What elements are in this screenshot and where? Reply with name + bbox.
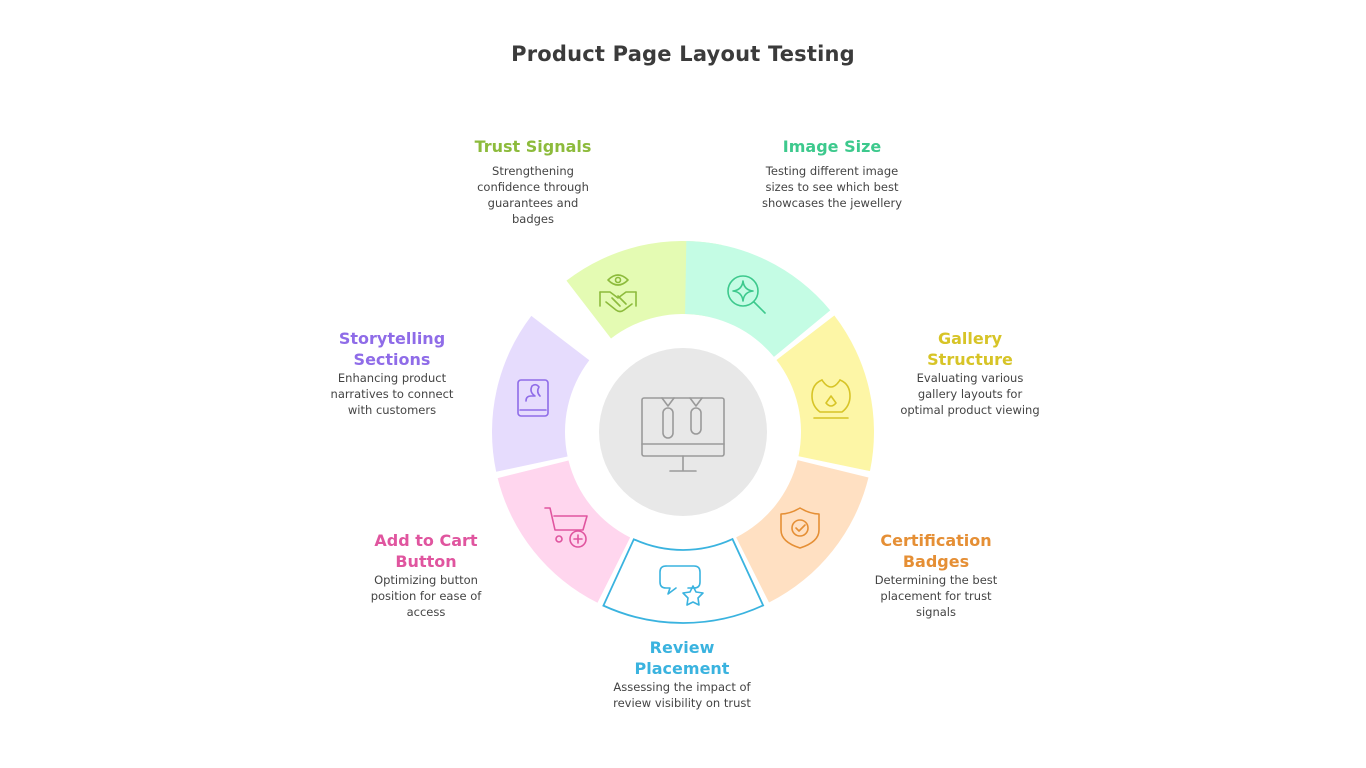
segment-description: Evaluating various gallery layouts for o…: [900, 371, 1040, 417]
handshake-eye-icon: [599, 274, 637, 313]
wheel-segment-gallery-structure: [776, 315, 874, 472]
label-trust-signals: Trust Signals Strengthening confidence t…: [452, 136, 614, 227]
label-storytelling-sections: Storytelling Sections Enhancing product …: [318, 328, 466, 418]
segment-title: Gallery Structure: [927, 329, 1013, 369]
necklace-display-icon: [811, 379, 851, 419]
label-gallery-structure: Gallery Structure Evaluating various gal…: [898, 328, 1042, 418]
segment-description: Optimizing button position for ease of a…: [370, 573, 482, 619]
segment-title: Trust Signals: [474, 137, 592, 156]
wheel-segment-storytelling-sections: [491, 315, 590, 472]
label-certification-badges: Certification Badges Determining the bes…: [862, 530, 1010, 620]
segment-description: Strengthening confidence through guarant…: [477, 164, 589, 226]
cart-plus-icon: [544, 507, 588, 548]
wheel-segment-review-placement: [602, 537, 765, 624]
segment-title: Review Placement: [634, 638, 730, 678]
segment-description: Assessing the impact of review visibilit…: [613, 680, 751, 710]
storybook-icon: [517, 379, 549, 417]
segment-description: Enhancing product narratives to connect …: [330, 371, 454, 417]
segment-description: Testing different image sizes to see whi…: [761, 164, 903, 210]
segment-title: Storytelling Sections: [338, 329, 446, 369]
monitor-ab-test-icon: [641, 397, 725, 472]
wheel-segment-certification-badges: [736, 460, 869, 603]
segment-title: Certification Badges: [880, 531, 992, 571]
wheel-segment-image-size: [685, 241, 831, 357]
segment-description: Determining the best placement for trust…: [874, 573, 998, 619]
label-image-size: Image Size Testing different image sizes…: [752, 136, 912, 211]
magnifier-sparkle-icon: [727, 275, 766, 314]
page-title: Product Page Layout Testing: [511, 42, 855, 66]
center-hub: [599, 348, 767, 516]
segment-title: Image Size: [782, 137, 882, 156]
wheel-segment-trust-signals: [566, 241, 723, 339]
label-add-to-cart: Add to Cart Button Optimizing button pos…: [356, 530, 496, 620]
shield-check-icon: [780, 507, 820, 549]
segment-title: Add to Cart Button: [374, 531, 478, 571]
label-review-placement: Review Placement Assessing the impact of…: [606, 637, 758, 711]
wheel-segment-add-to-cart-button: [497, 460, 631, 603]
review-chat-star-icon: [659, 565, 704, 606]
